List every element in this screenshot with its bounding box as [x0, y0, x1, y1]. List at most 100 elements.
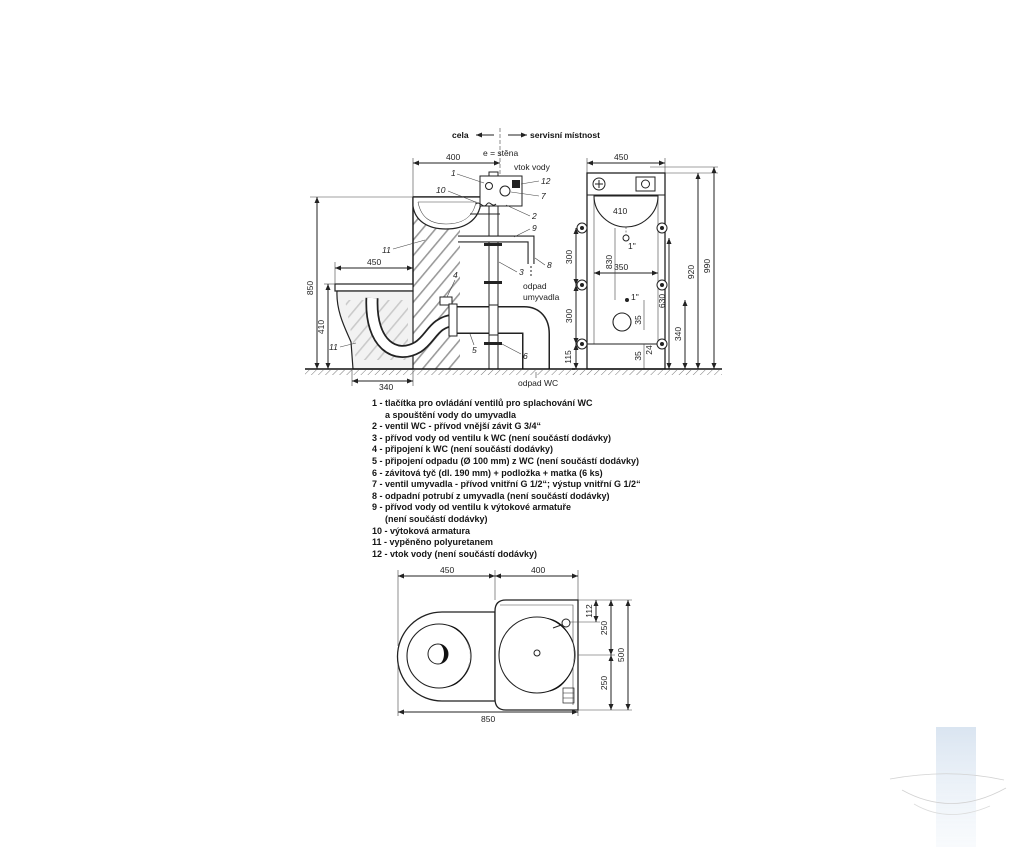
water-inlet-connector: [512, 180, 520, 188]
bolt-center: [660, 226, 664, 230]
callout-7: 7: [541, 191, 546, 201]
leader-line: [510, 191, 540, 197]
basin-rim-line: [500, 604, 574, 705]
legend-line: 2 - ventil WC - přívod vnější závit G 3/…: [372, 421, 542, 432]
bolt-center: [660, 342, 664, 346]
valve-icon: [499, 185, 511, 197]
dim-112: 112: [584, 604, 594, 618]
legend-line: 11 - vypěněno polyuretanem: [372, 537, 494, 548]
bolt-center: [580, 226, 584, 230]
bolts: [576, 222, 668, 350]
leader-line: [392, 239, 426, 250]
basin-front: [593, 195, 659, 228]
callouts: 1 10 12 7 2 9 3 8 4 5 6 11 11: [329, 168, 552, 361]
dim-920: 920: [686, 265, 696, 279]
leader-line: [513, 228, 531, 238]
floor-hatch: [572, 370, 722, 375]
pipe-crossing: [488, 304, 499, 336]
cell-label: cela: [452, 130, 469, 140]
leader-line: [446, 279, 456, 298]
dim-830: 830: [604, 255, 614, 269]
legend-line: 7 - ventil umyvadla - přívod vnitřní G 1…: [372, 479, 641, 490]
legend-line: 3 - přívod vody od ventilu k WC (není so…: [372, 432, 612, 443]
dim-300-upper: 300: [564, 250, 574, 264]
legend-line: a spouštění vody do umyvadla: [385, 409, 517, 420]
logo-arc: [913, 803, 991, 815]
header: cela servisní místnost e = stěna vtok vo…: [452, 128, 600, 176]
wc-connection: [439, 296, 453, 306]
overflow-slots: [562, 687, 575, 704]
bolt-center: [580, 283, 584, 287]
callout-11-lower: 11: [329, 342, 338, 352]
leader-line: [469, 333, 475, 346]
legend-line: 5 - připojení odpadu (Ø 100 mm) z WC (ne…: [372, 455, 640, 466]
logo-bar: [936, 727, 976, 847]
callout-10: 10: [436, 185, 446, 195]
dim-total-height: 850: [305, 281, 315, 295]
service-room-label: servisní místnost: [530, 130, 600, 140]
dim-top: 400: [446, 152, 460, 162]
leader-line: [501, 343, 522, 355]
dim-35-lower: 35: [633, 351, 643, 361]
wc-rim: [334, 283, 414, 292]
clamp: [484, 281, 502, 284]
leader-line: [505, 204, 531, 217]
watermark-logo: [889, 727, 1007, 847]
dim-basin-width: 410: [613, 206, 627, 216]
dim-front-340: 340: [673, 327, 683, 341]
basin-outlet-size: 1": [628, 241, 636, 251]
legend-line: (není součástí dodávky): [385, 513, 488, 524]
legend-line: 10 - výtoková armatura: [372, 525, 471, 536]
valve-icon: [641, 179, 650, 189]
waste-flange: [448, 303, 458, 337]
leader-line: [520, 180, 540, 185]
wc-inlet: [625, 298, 629, 302]
callout-1: 1: [451, 168, 456, 178]
outlet-size-lower: 1": [631, 292, 639, 302]
basin-pipe: [458, 236, 534, 264]
callout-9: 9: [532, 223, 537, 233]
dim-wc-height: 410: [316, 320, 326, 334]
wc-drain-shadow: [438, 644, 448, 664]
logo-arc: [901, 787, 1007, 804]
legend-line: 12 - vtok vody (není součástí dodávky): [372, 548, 538, 559]
faucet-hose: [475, 202, 497, 207]
clamp: [484, 342, 502, 345]
dim-24: 24: [644, 345, 654, 355]
dim-250-upper: 250: [599, 621, 609, 635]
dim-300-lower: 300: [564, 309, 574, 323]
callout-11-upper: 11: [382, 245, 391, 255]
side-view: 400: [305, 152, 575, 392]
logo-arc: [889, 773, 1005, 781]
basin-drain-label-line2: umyvadla: [523, 292, 560, 302]
legend-line: 8 - odpadní potrubí z umyvadla (není sou…: [372, 490, 610, 501]
washbasin-section: [412, 196, 482, 230]
faucet-icon: [561, 618, 571, 628]
callout-8: 8: [547, 260, 552, 270]
callout-2: 2: [531, 211, 537, 221]
floor-hatch: [305, 370, 575, 375]
dim-total-length: 850: [481, 714, 495, 724]
callout-6: 6: [523, 351, 528, 361]
legend-line: 4 - připojení k WC (není součástí dodávk…: [372, 444, 554, 455]
clamp: [484, 243, 502, 246]
washbasin-inner-line: [417, 201, 477, 225]
dim-front-width: 450: [614, 152, 628, 162]
dim-350: 350: [614, 262, 628, 272]
wall-label: e = stěna: [483, 148, 518, 158]
basin-outlet: [622, 234, 630, 242]
bolt-center: [660, 283, 664, 287]
bolt-center: [580, 342, 584, 346]
callout-5: 5: [472, 345, 477, 355]
legend-line: 1 - tlačítka pro ovládání ventilů pro sp…: [372, 398, 593, 408]
leader-line: [534, 257, 546, 266]
legend-line: 9 - přívod vody od ventilu k výtokové ar…: [372, 502, 572, 513]
leader-line: [339, 342, 357, 348]
leader-line: [498, 261, 518, 273]
basin-drain-label-line1: odpad: [523, 281, 547, 291]
dim-wc-axis: 340: [379, 382, 393, 392]
front-view: 450 410 1" 350 1": [563, 152, 722, 375]
plan-view: 450 400 112 250 250 500 850: [396, 565, 632, 724]
